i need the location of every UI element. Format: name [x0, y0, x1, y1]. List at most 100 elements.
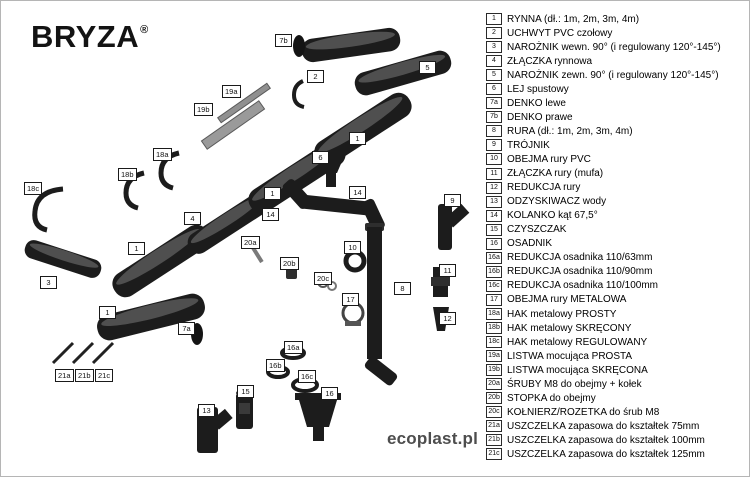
legend-label: ZŁĄCZKA rynnowa — [507, 55, 593, 67]
legend-label: DENKO lewe — [507, 97, 566, 109]
part-label: 17 — [342, 293, 359, 306]
legend-label: LEJ spustowy — [507, 83, 569, 95]
legend-number-box: 15 — [486, 223, 502, 236]
part-label: 13 — [198, 404, 215, 417]
part-label: 18b — [118, 168, 137, 181]
legend-row: 18a HAK metalowy PROSTY — [486, 307, 746, 321]
part-label: 11 — [439, 264, 456, 277]
legend-row: 21a USZCZELKA zapasowa do kształtek 75mm — [486, 419, 746, 433]
legend-label: STOPKA do obejmy — [507, 392, 596, 404]
clamp-foot — [286, 267, 297, 279]
legend-row: 15 CZYSZCZAK — [486, 223, 746, 237]
legend-number-box: 21a — [486, 420, 502, 433]
metal-pipe-clamp — [341, 301, 365, 326]
legend-label: NAROŻNIK zewn. 90° (i regulowany 120°-14… — [507, 69, 719, 81]
legend-number-box: 7a — [486, 97, 502, 110]
legend-row: 18c HAK metalowy REGULOWANY — [486, 335, 746, 349]
legend-label: OSADNIK — [507, 238, 553, 250]
legend-label: DENKO prawe — [507, 111, 573, 123]
legend-row: 2 UCHWYT PVC czołowy — [486, 26, 746, 40]
part-label: 20b — [280, 257, 299, 270]
legend-label: RURA (dł.: 1m, 2m, 3m, 4m) — [507, 125, 633, 137]
legend-row: 12 REDUKCJA rury — [486, 181, 746, 195]
legend-number-box: 7b — [486, 111, 502, 124]
part-label: 1 — [264, 187, 281, 200]
part-label: 2 — [307, 70, 324, 83]
part-label: 14 — [349, 186, 366, 199]
watermark: ecoplast.pl — [387, 429, 479, 448]
legend-number-box: 20c — [486, 406, 502, 419]
legend: 1 RYNNA (dł.: 1m, 2m, 3m, 4m) 2 UCHWYT P… — [486, 12, 746, 462]
part-label: 1 — [128, 242, 145, 255]
elbow-fitting — [364, 356, 398, 386]
part-label: 19b — [194, 103, 213, 116]
legend-row: 16a REDUKCJA osadnika 110/63mm — [486, 251, 746, 265]
legend-number-box: 16 — [486, 237, 502, 250]
legend-row: 1 RYNNA (dł.: 1m, 2m, 3m, 4m) — [486, 12, 746, 26]
legend-row: 10 OBEJMA rury PVC — [486, 152, 746, 166]
part-label: 6 — [312, 151, 329, 164]
legend-label: ZŁĄCZKA rury (mufa) — [507, 168, 604, 180]
legend-label: NAROŻNIK wewn. 90° (i regulowany 120°-14… — [507, 41, 721, 53]
legend-label: REDUKCJA osadnika 110/90mm — [507, 266, 653, 278]
legend-number-box: 21c — [486, 448, 502, 461]
part-label: 18c — [24, 182, 43, 195]
legend-number-box: 16a — [486, 251, 502, 264]
legend-label: USZCZELKA zapasowa do kształtek 125mm — [507, 448, 705, 460]
legend-number-box: 16b — [486, 265, 502, 278]
part-label: 4 — [184, 212, 201, 225]
legend-row: 16 OSADNIK — [486, 237, 746, 251]
legend-row: 14 KOLANKO kąt 67,5° — [486, 209, 746, 223]
legend-row: 16b REDUKCJA osadnika 110/90mm — [486, 265, 746, 279]
legend-row: 19a LISTWA mocująca PROSTA — [486, 349, 746, 363]
brand-logo: BRYZA® — [31, 21, 149, 52]
legend-row: 7b DENKO prawe — [486, 110, 746, 124]
legend-number-box: 16c — [486, 279, 502, 292]
legend-number-box: 20a — [486, 378, 502, 391]
part-label: 7b — [275, 34, 292, 47]
legend-label: REDUKCJA rury — [507, 182, 581, 194]
part-label: 20a — [241, 236, 260, 249]
legend-row: 19b LISTWA mocująca SKRĘCONA — [486, 363, 746, 377]
legend-number-box: 19b — [486, 364, 502, 377]
part-label: 20c — [314, 272, 333, 285]
legend-number-box: 1 — [486, 13, 502, 26]
legend-number-box: 18a — [486, 308, 502, 320]
legend-row: 7a DENKO lewe — [486, 96, 746, 110]
pvc-bracket — [291, 79, 305, 109]
legend-label: USZCZELKA zapasowa do kształtek 75mm — [507, 420, 700, 432]
legend-row: 11 ZŁĄCZKA rury (mufa) — [486, 167, 746, 181]
inner-corner-gutter — [22, 237, 104, 281]
legend-row: 17 OBEJMA rury METALOWA — [486, 293, 746, 307]
brand-name: BRYZA — [31, 19, 140, 54]
part-label: 1 — [99, 306, 116, 319]
legend-label: REDUKCJA osadnika 110/100mm — [507, 280, 658, 292]
legend-label: LISTWA mocująca SKRĘCONA — [507, 364, 648, 376]
legend-number-box: 17 — [486, 293, 502, 306]
offset-pipe — [300, 194, 370, 216]
part-label: 21a — [55, 369, 74, 382]
legend-row: 21b USZCZELKA zapasowa do kształtek 100m… — [486, 433, 746, 447]
downpipe — [365, 223, 384, 359]
outer-corner-gutter — [352, 48, 454, 98]
legend-number-box: 18c — [486, 336, 502, 349]
tee-fitting — [438, 203, 470, 250]
legend-number-box: 6 — [486, 83, 502, 96]
legend-row: 4 ZŁĄCZKA rynnowa — [486, 54, 746, 68]
mounting-strip-twisted — [200, 100, 266, 150]
legend-label: TRÓJNIK — [507, 139, 550, 151]
legend-label: HAK metalowy SKRĘCONY — [507, 322, 632, 334]
part-label: 16b — [266, 359, 285, 372]
legend-label: KOLANKO kąt 67,5° — [507, 210, 598, 222]
legend-label: OBEJMA rury PVC — [507, 153, 591, 165]
legend-number-box: 13 — [486, 195, 502, 208]
part-label: 14 — [262, 208, 279, 221]
legend-number-box: 4 — [486, 55, 502, 68]
legend-number-box: 3 — [486, 41, 502, 54]
mounting-strip-straight — [217, 82, 271, 124]
legend-label: HAK metalowy REGULOWANY — [507, 336, 648, 348]
legend-number-box: 18b — [486, 322, 502, 335]
pvc-pipe-clamp — [343, 249, 367, 273]
part-label: 9 — [444, 194, 461, 207]
legend-label: ODZYSKIWACZ wody — [507, 196, 607, 208]
